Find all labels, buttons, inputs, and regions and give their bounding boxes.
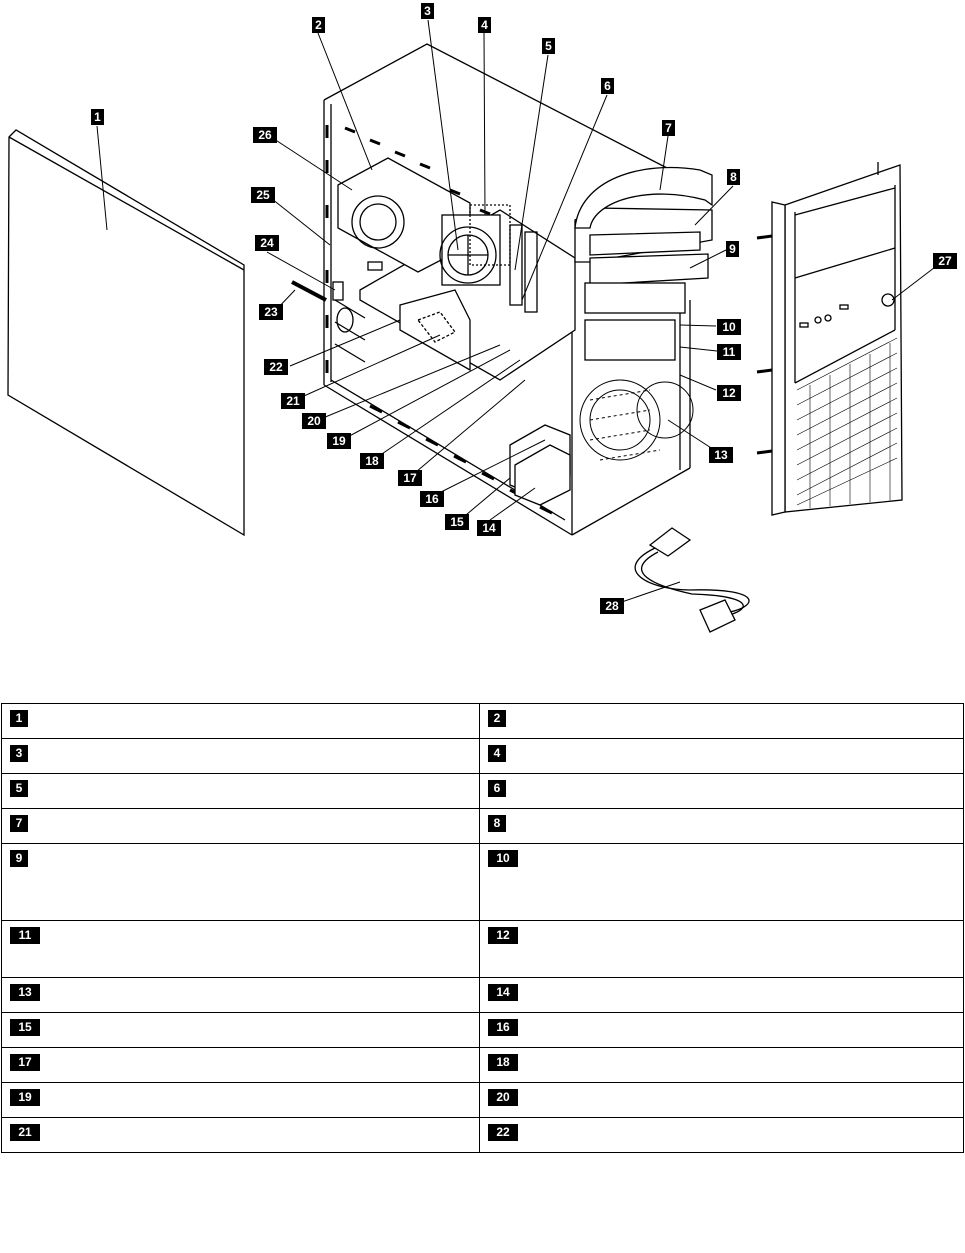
part-badge: 11 bbox=[10, 927, 40, 944]
memory-modules bbox=[509, 224, 538, 313]
part-badge: 12 bbox=[488, 927, 518, 944]
table-row: 13 14 bbox=[1, 977, 964, 1013]
callout-24: 24 bbox=[255, 235, 279, 251]
part-badge: 17 bbox=[10, 1054, 40, 1071]
table-cell: 6 bbox=[479, 773, 964, 809]
callout-16: 16 bbox=[420, 491, 444, 507]
part-badge: 1 bbox=[10, 710, 28, 727]
parts-table: 1 2 3 4 5 6 7 8 9 10 11 12 13 14 15 16 bbox=[1, 703, 964, 1153]
part-badge: 18 bbox=[488, 1054, 518, 1071]
part-badge: 19 bbox=[10, 1089, 40, 1106]
part-badge: 6 bbox=[488, 780, 506, 797]
table-row: 9 10 bbox=[1, 843, 964, 921]
small-parts bbox=[291, 261, 383, 333]
part-badge: 4 bbox=[488, 745, 506, 762]
table-cell: 11 bbox=[1, 920, 480, 978]
table-cell: 9 bbox=[1, 843, 480, 921]
table-cell: 5 bbox=[1, 773, 480, 809]
exploded-view-figure: 1 2 3 4 5 6 7 8 9 10 11 12 13 14 15 16 1… bbox=[7, 3, 957, 633]
chassis bbox=[323, 43, 691, 536]
callout-20: 20 bbox=[302, 413, 326, 429]
callout-2: 2 bbox=[312, 17, 325, 33]
callout-leaders bbox=[96, 19, 944, 606]
part-badge: 2 bbox=[488, 710, 506, 727]
table-row: 19 20 bbox=[1, 1082, 964, 1118]
part-badge: 16 bbox=[488, 1019, 518, 1036]
part-badge: 15 bbox=[10, 1019, 40, 1036]
power-cord bbox=[634, 527, 750, 633]
table-cell: 15 bbox=[1, 1012, 480, 1048]
part-badge: 13 bbox=[10, 984, 40, 1001]
exploded-view-drawing bbox=[7, 19, 944, 633]
table-row: 1 2 bbox=[1, 703, 964, 739]
table-row: 5 6 bbox=[1, 773, 964, 809]
part-badge: 22 bbox=[488, 1124, 518, 1141]
part-badge: 10 bbox=[488, 850, 518, 867]
front-bezel bbox=[756, 162, 903, 516]
part-badge: 8 bbox=[488, 815, 506, 832]
callout-11: 11 bbox=[717, 344, 741, 360]
callout-13: 13 bbox=[709, 447, 733, 463]
table-row: 7 8 bbox=[1, 808, 964, 844]
callout-17: 17 bbox=[398, 470, 422, 486]
callout-6: 6 bbox=[601, 78, 614, 94]
part-badge: 3 bbox=[10, 745, 28, 762]
callout-22: 22 bbox=[264, 359, 288, 375]
callout-28: 28 bbox=[600, 598, 624, 614]
callout-9: 9 bbox=[726, 241, 739, 257]
table-cell: 1 bbox=[1, 703, 480, 739]
callout-8: 8 bbox=[727, 169, 740, 185]
callout-4: 4 bbox=[478, 17, 491, 33]
table-row: 21 22 bbox=[1, 1117, 964, 1153]
table-cell: 2 bbox=[479, 703, 964, 739]
callout-27: 27 bbox=[933, 253, 957, 269]
table-cell: 8 bbox=[479, 808, 964, 844]
front-bezel-mesh bbox=[796, 337, 898, 508]
table-cell: 19 bbox=[1, 1082, 480, 1118]
table-row: 11 12 bbox=[1, 920, 964, 978]
table-cell: 12 bbox=[479, 920, 964, 978]
callout-1: 1 bbox=[91, 109, 104, 125]
part-badge: 20 bbox=[488, 1089, 518, 1106]
table-cell: 22 bbox=[479, 1117, 964, 1153]
callout-14: 14 bbox=[477, 520, 501, 536]
callout-15: 15 bbox=[445, 514, 469, 530]
table-cell: 17 bbox=[1, 1047, 480, 1083]
part-badge: 5 bbox=[10, 780, 28, 797]
table-cell: 21 bbox=[1, 1117, 480, 1153]
side-cover-panel bbox=[7, 129, 245, 537]
callout-7: 7 bbox=[662, 120, 675, 136]
callout-12: 12 bbox=[717, 385, 741, 401]
optical-drive-bay bbox=[574, 166, 713, 361]
table-cell: 14 bbox=[479, 977, 964, 1013]
table-cell: 4 bbox=[479, 738, 964, 774]
callout-23: 23 bbox=[259, 304, 283, 320]
part-badge: 9 bbox=[10, 850, 28, 867]
table-cell: 13 bbox=[1, 977, 480, 1013]
part-badge: 14 bbox=[488, 984, 518, 1001]
callout-19: 19 bbox=[327, 433, 351, 449]
chassis-vent-grid bbox=[579, 379, 694, 461]
table-cell: 3 bbox=[1, 738, 480, 774]
table-row: 15 16 bbox=[1, 1012, 964, 1048]
callout-21: 21 bbox=[281, 393, 305, 409]
callout-18: 18 bbox=[360, 453, 384, 469]
table-cell: 18 bbox=[479, 1047, 964, 1083]
callout-26: 26 bbox=[253, 127, 277, 143]
callout-3: 3 bbox=[421, 3, 434, 19]
table-cell: 16 bbox=[479, 1012, 964, 1048]
table-cell: 10 bbox=[479, 843, 964, 921]
callout-25: 25 bbox=[251, 187, 275, 203]
part-badge: 7 bbox=[10, 815, 28, 832]
callout-5: 5 bbox=[542, 38, 555, 54]
table-cell: 7 bbox=[1, 808, 480, 844]
hard-disk-drive bbox=[509, 424, 571, 506]
table-row: 3 4 bbox=[1, 738, 964, 774]
heat-sink-fan bbox=[439, 204, 511, 286]
table-cell: 20 bbox=[479, 1082, 964, 1118]
callout-10: 10 bbox=[717, 319, 741, 335]
table-row: 17 18 bbox=[1, 1047, 964, 1083]
part-badge: 21 bbox=[10, 1124, 40, 1141]
